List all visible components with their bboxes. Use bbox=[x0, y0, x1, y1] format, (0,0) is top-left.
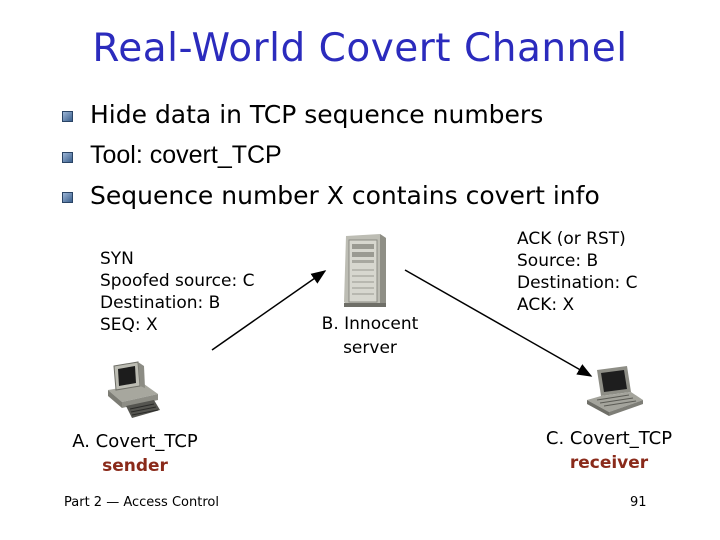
desktop-computer-icon bbox=[104, 360, 162, 426]
receiver-role: receiver bbox=[524, 451, 694, 475]
page-number: 91 bbox=[630, 495, 647, 510]
server-label-line: B. Innocent bbox=[300, 312, 440, 336]
footer-course: Part 2 — Access Control bbox=[64, 495, 219, 510]
server-label: B. Innocent server bbox=[300, 312, 440, 360]
receiver-label: C. Covert_TCP receiver bbox=[524, 427, 694, 475]
server-label-line: server bbox=[300, 336, 440, 360]
sender-label-title: A. Covert_TCP bbox=[50, 430, 220, 454]
sender-role: sender bbox=[50, 454, 220, 478]
laptop-computer-icon bbox=[583, 366, 645, 418]
sender-label: A. Covert_TCP sender bbox=[50, 430, 220, 478]
server-tower-icon bbox=[340, 232, 392, 308]
receiver-label-title: C. Covert_TCP bbox=[524, 427, 694, 451]
